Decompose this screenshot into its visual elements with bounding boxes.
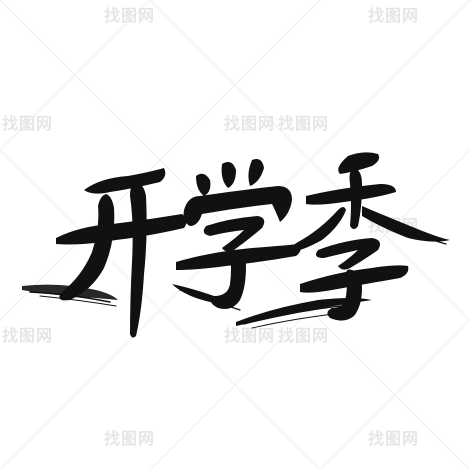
watermark: 找图网 (104, 429, 156, 448)
calligraphy-char-ji (236, 152, 450, 329)
watermark: 找图网 (224, 326, 276, 345)
watermark: 找图网 (104, 6, 156, 25)
watermark: 找图网 (224, 114, 276, 133)
watermark: 找图网 (278, 114, 330, 133)
watermark: 找图网 (2, 326, 54, 345)
watermark: 找图网 (278, 326, 330, 345)
calligraphy-char-xue (172, 159, 301, 311)
watermark: 找图网 (368, 429, 420, 448)
watermark: 找图网 (2, 114, 54, 133)
watermark: 找图网 (368, 6, 420, 25)
calligraphy-char-kai (22, 168, 187, 338)
